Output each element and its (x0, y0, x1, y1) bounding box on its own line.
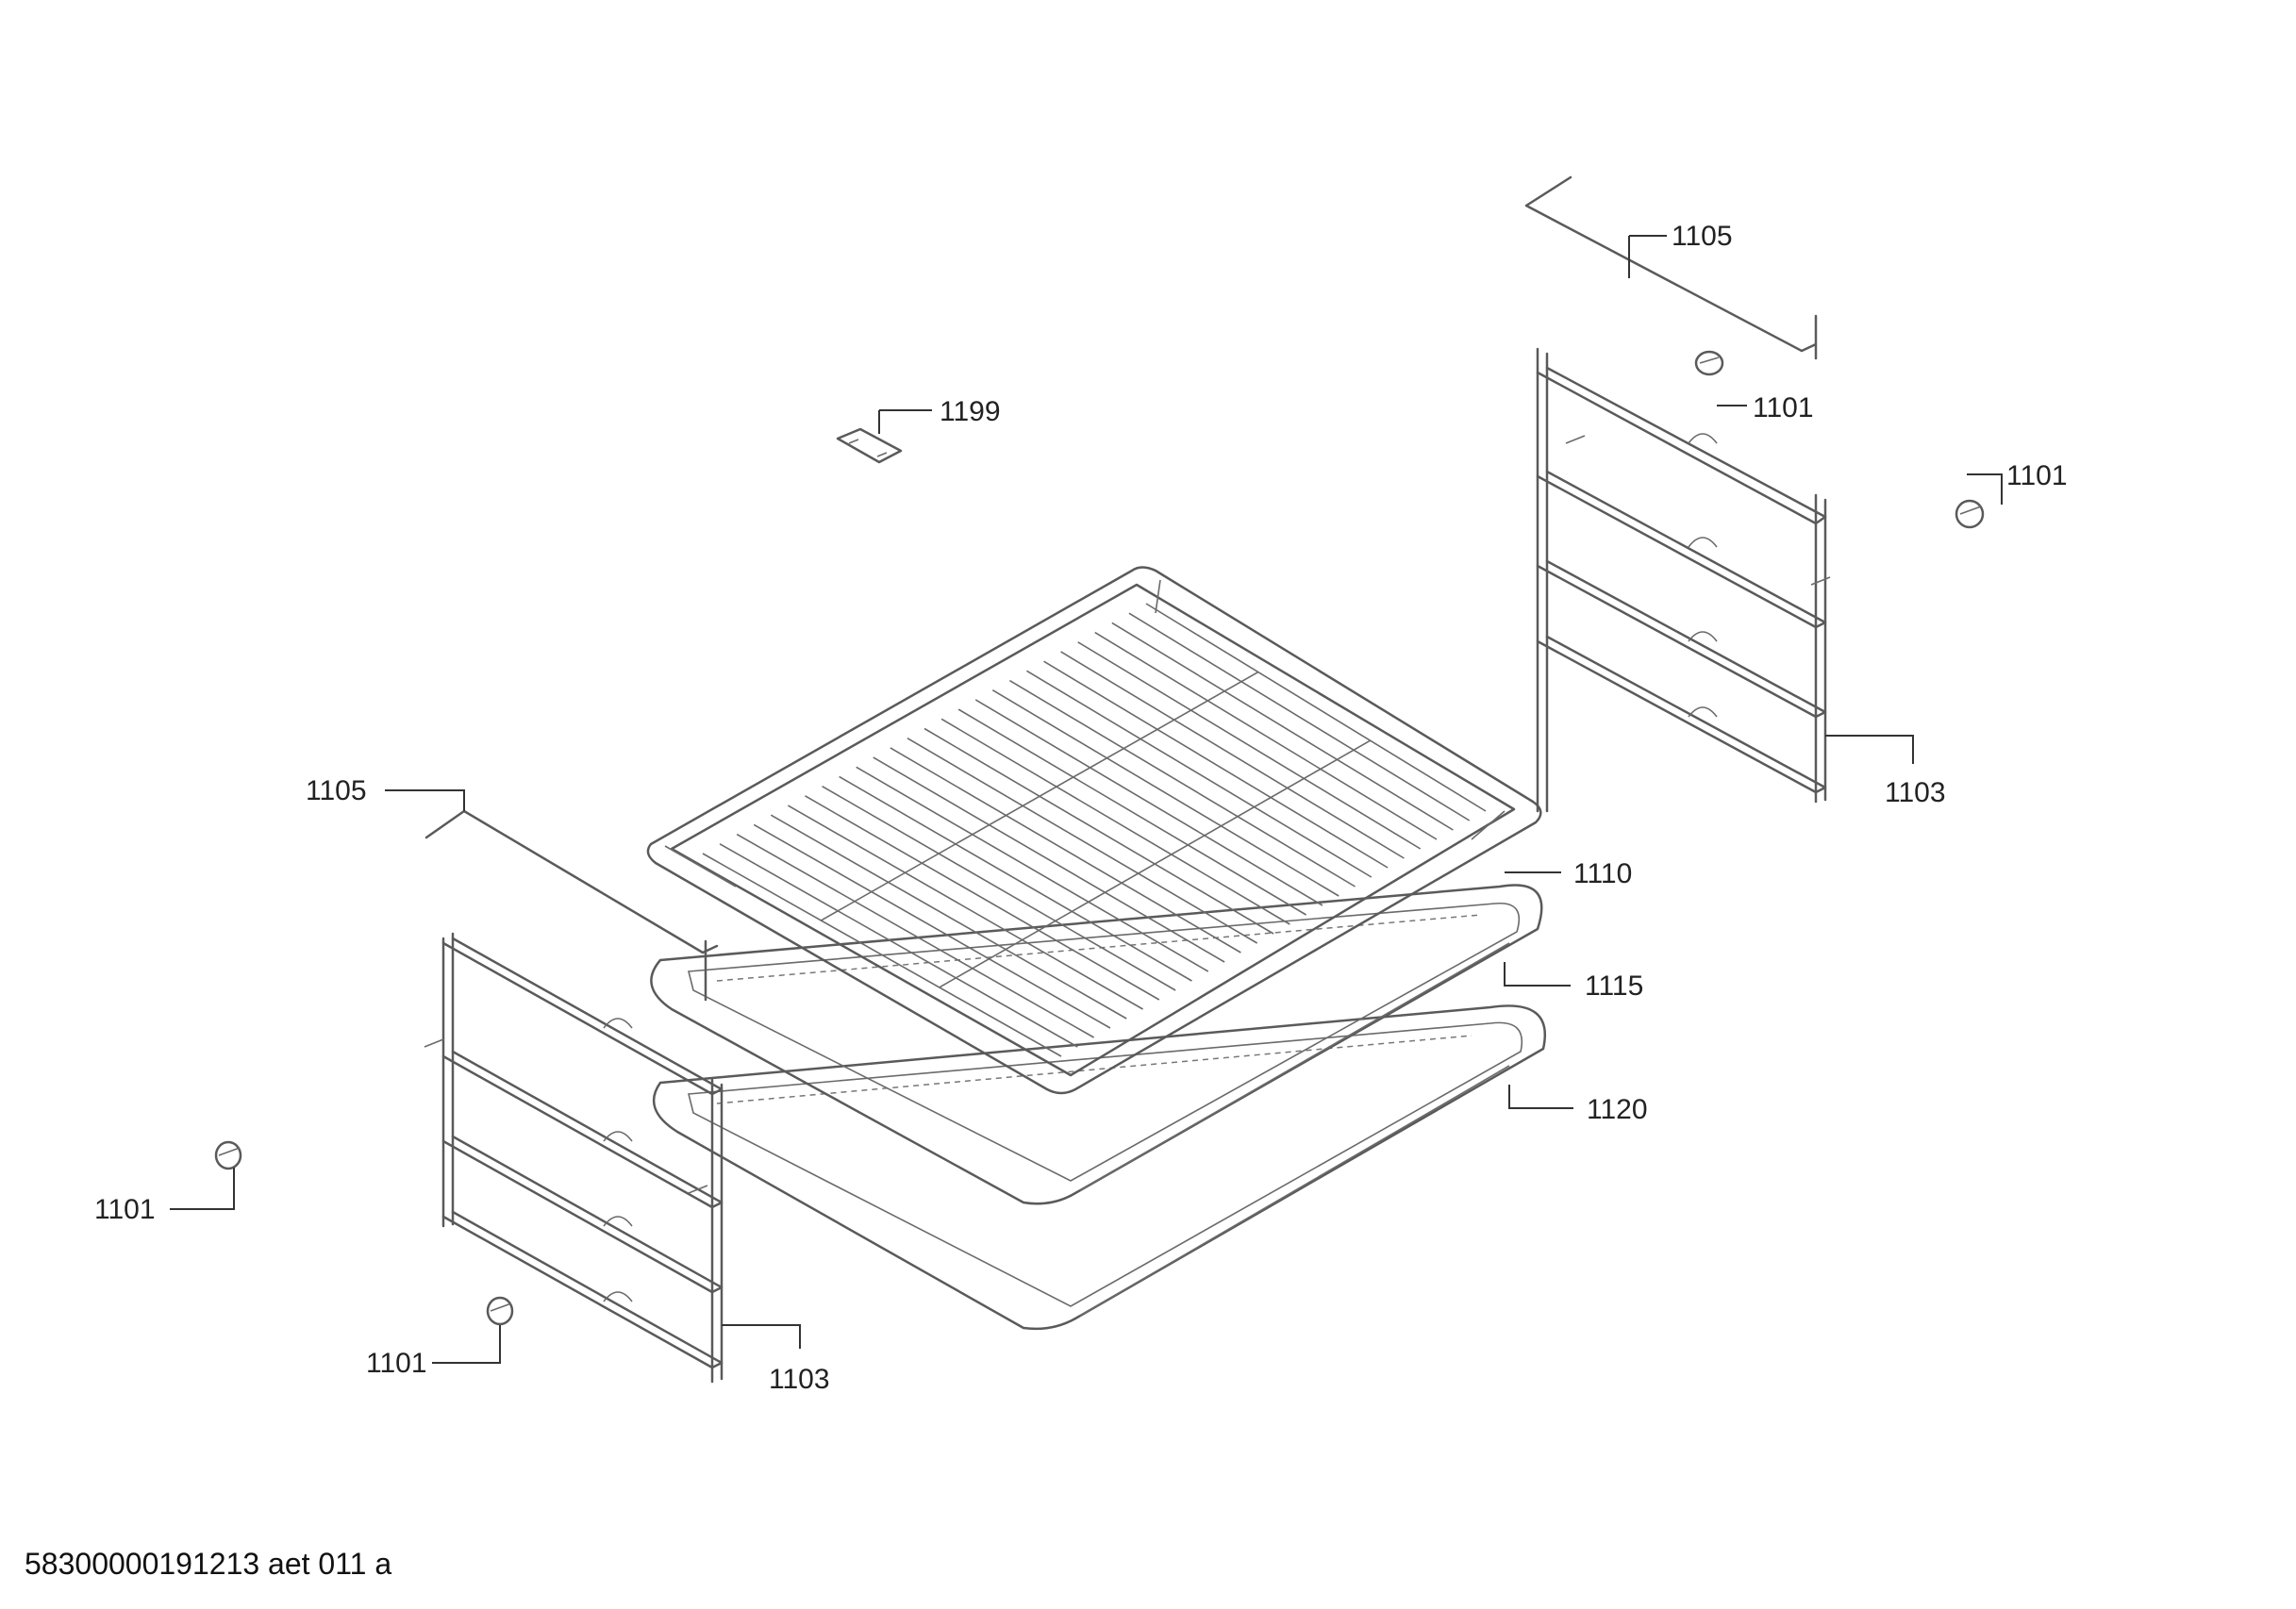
grid-bar (991, 689, 1339, 897)
grid-bar (1145, 603, 1487, 812)
label-1110: 1110 (1573, 858, 1632, 889)
grid-bar (736, 833, 1095, 1038)
grid-bar (1094, 631, 1438, 840)
grid-bar (805, 795, 1160, 1001)
label-1103-right: 1103 (1885, 777, 1946, 808)
grid-bar (702, 853, 1062, 1057)
grid-bar (1060, 651, 1405, 859)
grid-bar (856, 766, 1209, 972)
grid-bar (873, 756, 1225, 963)
clip-1199 (836, 427, 903, 464)
label-1105-top: 1105 (1672, 221, 1733, 252)
grid-bar (1008, 679, 1356, 887)
grid-cross-bar (939, 739, 1371, 988)
label-1101-bottom: 1101 (366, 1348, 427, 1379)
label-1120: 1120 (1587, 1094, 1648, 1125)
grid-bar (974, 699, 1323, 906)
fixing-1101-top (1694, 350, 1724, 376)
label-1103-left: 1103 (769, 1364, 830, 1395)
rod-right-1105 (1524, 175, 1818, 360)
grid-bar (907, 738, 1258, 944)
leader-lines (170, 235, 2003, 1364)
grid-bar (822, 785, 1176, 991)
label-1101-left: 1101 (94, 1194, 156, 1225)
side-rail-right-1103 (1536, 347, 1831, 813)
fixing-1101-right (1955, 499, 1985, 529)
label-1115: 1115 (1585, 970, 1643, 1002)
grid-bar (1043, 660, 1389, 869)
grid-bar (753, 823, 1111, 1029)
label-1101-top: 1101 (1753, 392, 1814, 423)
grid-bar (1111, 622, 1454, 831)
grid-bar (787, 804, 1143, 1010)
grid-bar (839, 775, 1192, 982)
label-1105-left: 1105 (306, 775, 367, 806)
grid-cross-bar (821, 671, 1259, 921)
label-1199: 1199 (940, 396, 1001, 427)
grid-bar (719, 843, 1078, 1048)
document-id: 58300000191213 aet 011 a (25, 1547, 392, 1581)
grid-bar (923, 727, 1274, 935)
grid-bar (957, 708, 1307, 916)
rod-left-1105 (424, 809, 719, 1002)
baking-tray-1120 (652, 1004, 1546, 1331)
grid-bar (890, 747, 1241, 954)
universal-pan-1115 (650, 884, 1543, 1205)
grid-bar (770, 814, 1127, 1020)
fixing-1101-bottom (486, 1296, 514, 1326)
grid-bar (940, 718, 1290, 925)
grid-bar (1026, 670, 1373, 878)
wire-grid-shelf-1110 (646, 566, 1542, 1095)
grid-bar (1077, 641, 1422, 850)
grid-bar (1128, 612, 1471, 821)
fixing-1101-left (214, 1140, 242, 1170)
label-1101-right: 1101 (2006, 460, 2068, 491)
side-rail-left-1103 (424, 932, 724, 1384)
